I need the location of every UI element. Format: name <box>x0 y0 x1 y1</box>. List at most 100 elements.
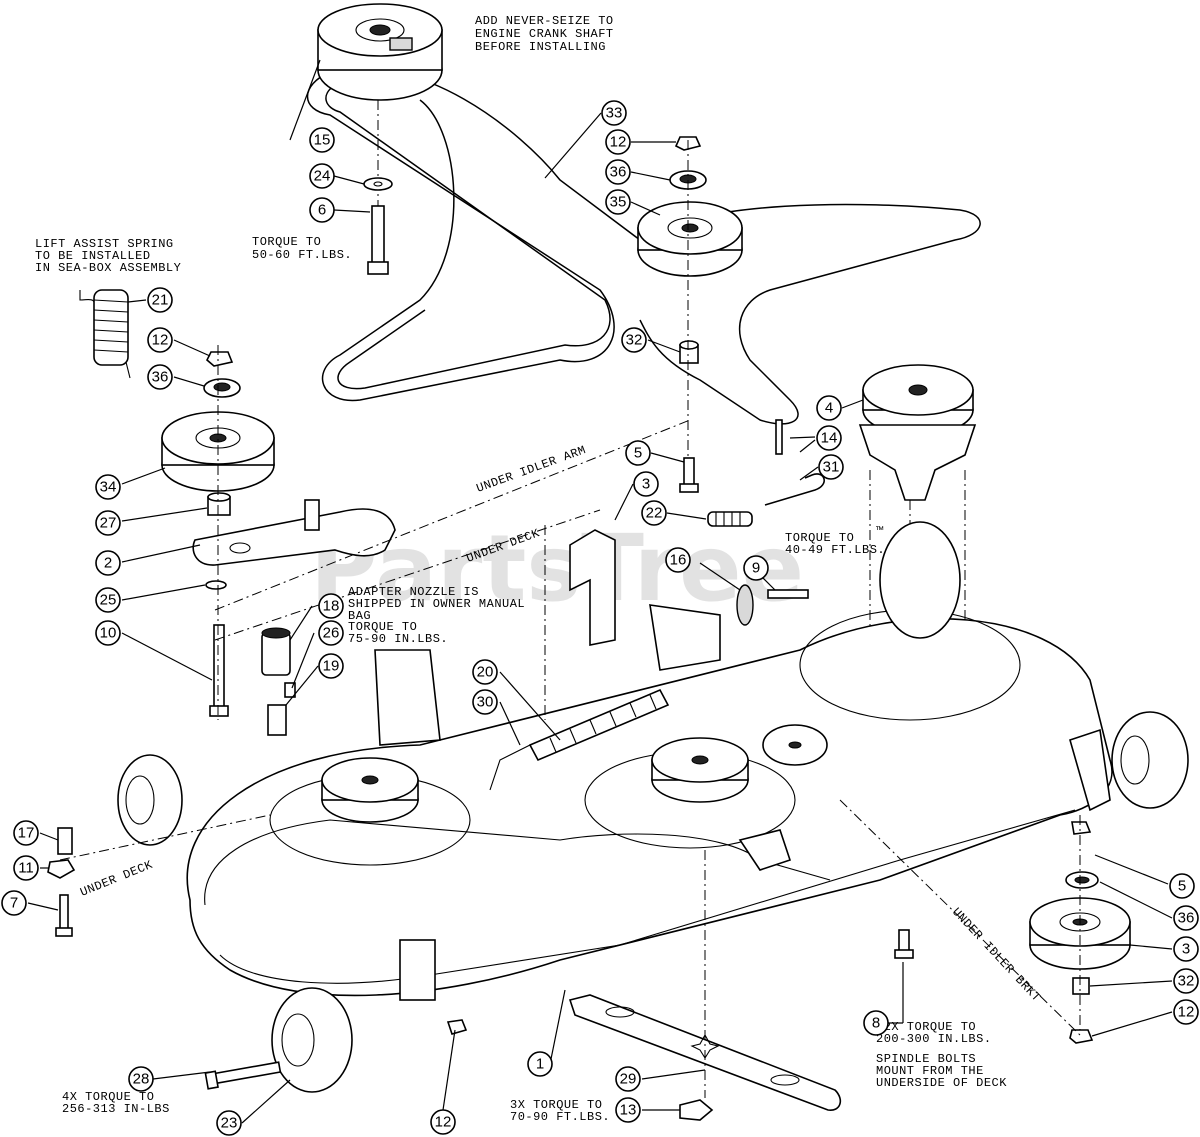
svg-text:36: 36 <box>610 164 627 181</box>
callout-22: 22 <box>641 500 667 526</box>
deck-spindle-center <box>651 737 749 803</box>
svg-text:UNDERSIDE OF DECK: UNDERSIDE OF DECK <box>876 1076 1007 1090</box>
svg-text:6: 6 <box>318 202 326 219</box>
spindle-bolt-8 <box>894 929 914 959</box>
svg-text:3X TORQUE TO: 3X TORQUE TO <box>510 1098 602 1112</box>
svg-text:30: 30 <box>477 694 494 711</box>
callout-36b: 36 <box>147 364 173 390</box>
spindle-assembly-4 <box>858 364 977 501</box>
idler-spring-20 <box>528 688 670 762</box>
callout-6: 6 <box>309 197 335 223</box>
svg-text:24: 24 <box>314 168 331 185</box>
note-spindle-bolts: SPINDLE BOLTS MOUNT FROM THE UNDERSIDE O… <box>876 1052 1007 1090</box>
callout-34: 34 <box>95 474 121 500</box>
callout-12c: 12 <box>430 1109 456 1135</box>
wheel-bolt-28 <box>204 1061 282 1090</box>
drive-belt <box>306 67 981 425</box>
svg-text:10: 10 <box>100 625 117 642</box>
callout-14: 14 <box>816 425 842 451</box>
callout-24: 24 <box>309 163 335 189</box>
svg-text:ADAPTER NOZZLE IS: ADAPTER NOZZLE IS <box>348 585 479 599</box>
nut-12c <box>446 1019 468 1035</box>
callout-23: 23 <box>216 1110 242 1136</box>
guide-under-idler-brkt <box>839 799 1081 1036</box>
wheel-16 <box>736 584 754 626</box>
note-torque-40-49: TORQUE TO 40-49 FT.LBS. <box>785 531 885 557</box>
callout-29: 29 <box>615 1066 641 1092</box>
svg-text:ENGINE CRANK SHAFT: ENGINE CRANK SHAFT <box>475 27 614 41</box>
svg-text:BAG: BAG <box>348 609 371 623</box>
svg-text:15: 15 <box>314 132 331 149</box>
anti-scalp-wheel-right-rear <box>1111 711 1189 809</box>
idler-bracket-3a <box>569 529 616 646</box>
svg-text:4: 4 <box>825 400 833 417</box>
spacer-32b <box>1072 977 1090 995</box>
svg-text:16: 16 <box>670 552 687 569</box>
lift-assist-spring-21 <box>79 289 131 379</box>
deck-spindle-left <box>321 757 419 823</box>
svg-text:21: 21 <box>152 292 169 309</box>
svg-text:SPINDLE BOLTS: SPINDLE BOLTS <box>876 1052 976 1066</box>
svg-text:IN SEA-BOX ASSEMBLY: IN SEA-BOX ASSEMBLY <box>35 261 181 275</box>
callout-4: 4 <box>816 395 842 421</box>
callout-17: 17 <box>13 820 39 846</box>
callout-12a: 12 <box>605 129 631 155</box>
anti-scalp-wheel-23 <box>271 987 353 1093</box>
callout-8: 8 <box>863 1010 889 1036</box>
svg-text:TORQUE TO: TORQUE TO <box>785 531 854 545</box>
spacer-17 <box>57 827 73 855</box>
svg-text:33: 33 <box>606 105 623 122</box>
callout-12d: 12 <box>1173 999 1199 1025</box>
callout-28: 28 <box>128 1066 154 1092</box>
washer-24-hole <box>373 181 383 187</box>
fitting-19 <box>284 682 296 698</box>
nut-12d <box>1069 1029 1094 1044</box>
svg-text:1: 1 <box>536 1056 544 1073</box>
svg-text:25: 25 <box>100 592 117 609</box>
svg-text:3: 3 <box>1182 941 1190 958</box>
note-torque-50-60: TORQUE TO 50-60 FT.LBS. <box>252 235 352 262</box>
leader-lines <box>27 59 1173 1124</box>
deck-idler-pulley <box>762 724 828 766</box>
label-under-idler-arm: UNDER IDLER ARM <box>475 443 588 496</box>
svg-text:22: 22 <box>646 505 663 522</box>
note-torque-75-90: TORQUE TO 75-90 IN.LBS. <box>348 620 448 646</box>
svg-text:SHIPPED IN OWNER MANUAL: SHIPPED IN OWNER MANUAL <box>348 597 525 611</box>
idler-arm-2 <box>192 499 396 566</box>
hairpin-31 <box>764 473 825 506</box>
svg-text:29: 29 <box>620 1071 637 1088</box>
svg-text:18: 18 <box>323 598 340 615</box>
svg-text:12: 12 <box>435 1114 452 1131</box>
bushing-36b <box>203 378 241 398</box>
callout-32b: 32 <box>1173 968 1199 994</box>
label-under-deck-left: UNDER DECK <box>78 858 155 900</box>
wheel-bracket-rear <box>1069 728 1111 812</box>
lift-bracket <box>374 649 441 746</box>
adapter-26 <box>267 704 287 736</box>
deck-bracket-small <box>738 829 792 871</box>
callout-25: 25 <box>95 587 121 613</box>
svg-text:23: 23 <box>221 1115 238 1132</box>
svg-text:70-90 FT.LBS.: 70-90 FT.LBS. <box>510 1110 610 1124</box>
callout-21: 21 <box>147 287 173 313</box>
svg-text:4X TORQUE TO: 4X TORQUE TO <box>62 1090 154 1104</box>
svg-text:12: 12 <box>610 134 627 151</box>
shoulder-bolt-9 <box>767 589 809 599</box>
svg-text:12: 12 <box>152 332 169 349</box>
washer-25 <box>205 580 227 590</box>
callout-16: 16 <box>665 547 691 573</box>
svg-text:256-313 IN-LBS: 256-313 IN-LBS <box>62 1102 170 1116</box>
callout-35: 35 <box>605 189 631 215</box>
guide-under-deck-top <box>214 509 601 641</box>
callout-3a: 3 <box>633 471 659 497</box>
bushing-36c <box>1065 871 1099 889</box>
nut-11 <box>47 859 76 879</box>
bushing-5b <box>1071 821 1092 835</box>
svg-text:28: 28 <box>133 1071 150 1088</box>
blade-nut-13 <box>679 1099 714 1121</box>
callout-30: 30 <box>472 689 498 715</box>
note-never-seize: ADD NEVER-SEIZE TO ENGINE CRANK SHAFT BE… <box>475 14 614 54</box>
bolt-5a <box>679 457 699 493</box>
flat-idler-35 <box>637 201 743 277</box>
